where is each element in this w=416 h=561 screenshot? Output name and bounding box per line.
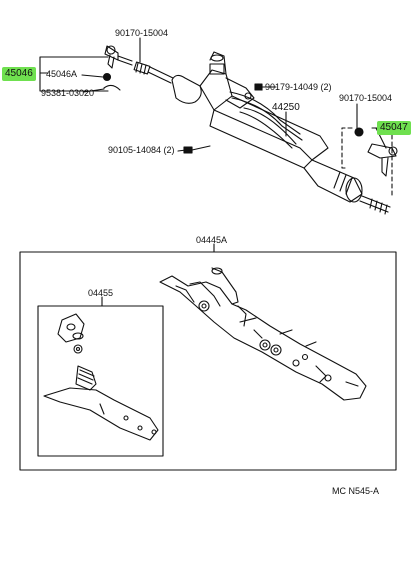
part-number-tie-rod-end-left[interactable]: 45046A: [46, 69, 78, 79]
inset-box: [37, 296, 164, 457]
diagram-code: MC N545-A: [332, 486, 380, 496]
left-tie-rod-end: [102, 45, 133, 91]
left-tie-rod-thread: [133, 61, 174, 84]
part-number-cotter-pin[interactable]: 95381-03020: [41, 88, 95, 98]
part-number-rack-assembly[interactable]: 44250: [272, 102, 300, 113]
right-tie-rod-thread: [359, 195, 391, 215]
part-number-nut-upper-right[interactable]: 90170-15004: [339, 93, 393, 103]
lower-frame: [19, 243, 397, 471]
highlighted-part-right[interactable]: 45047: [377, 121, 411, 135]
left-tie-rod-bracket: [39, 56, 109, 92]
rack-housing: [171, 51, 363, 203]
part-number-inset-kit[interactable]: 04455: [88, 288, 114, 298]
right-tie-rod-bracket: [341, 127, 398, 196]
rack-housing-lower: [159, 267, 367, 401]
part-number-nut-upper-left[interactable]: 90170-15004: [115, 28, 169, 38]
part-number-bolt-left[interactable]: 90105-14084 (2): [108, 145, 175, 155]
highlighted-part-left[interactable]: 45046: [2, 67, 36, 81]
part-number-gasket-kit[interactable]: 04445A: [196, 235, 228, 245]
part-number-bolt-right[interactable]: 90179-14049 (2): [265, 82, 332, 92]
inset-parts: [43, 313, 159, 441]
fasteners: [183, 83, 277, 154]
